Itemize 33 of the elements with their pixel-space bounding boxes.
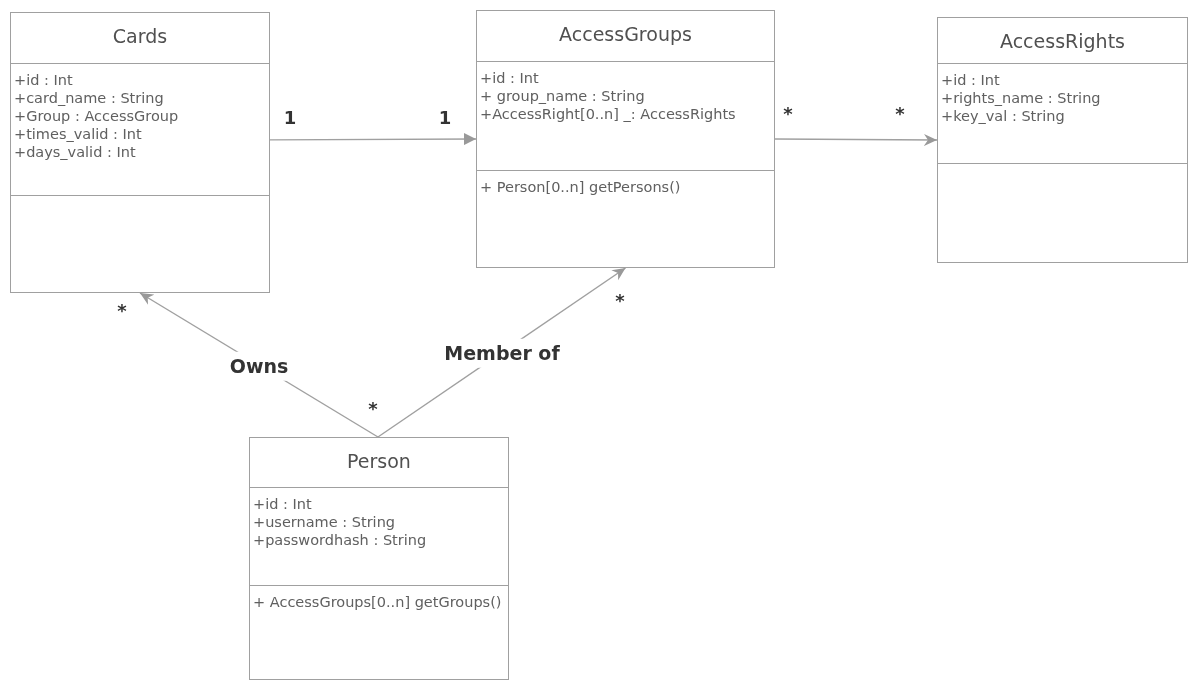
class-box bbox=[476, 10, 775, 268]
attribute-text: +username : String bbox=[253, 513, 396, 531]
multiplicity-label: * bbox=[615, 288, 625, 313]
multiplicity-label: * bbox=[895, 101, 905, 126]
class-name: AccessRights bbox=[1000, 29, 1125, 54]
multiplicity-label: 1 bbox=[438, 105, 452, 130]
multiplicity-label: * bbox=[783, 101, 793, 126]
class-name: Cards bbox=[112, 24, 168, 49]
attribute-text: + group_name : String bbox=[480, 87, 645, 105]
attribute-text: +times_valid : Int bbox=[14, 125, 142, 143]
attribute-text: +Group : AccessGroup bbox=[14, 107, 179, 125]
attribute-text: +AccessRight[0..n] _: AccessRights bbox=[480, 105, 736, 123]
multiplicity-label: * bbox=[368, 396, 378, 421]
attribute-text: +id : Int bbox=[14, 71, 73, 89]
attribute-text: +passwordhash : String bbox=[253, 531, 427, 549]
attribute-text: +id : Int bbox=[253, 495, 312, 513]
association-arrow bbox=[774, 133, 938, 146]
class-box bbox=[10, 12, 270, 293]
attribute-text: +rights_name : String bbox=[941, 89, 1101, 107]
attribute-text: +id : Int bbox=[941, 71, 1000, 89]
attribute-text: +card_name : String bbox=[14, 89, 164, 107]
multiplicity-label: * bbox=[117, 298, 127, 323]
attribute-text: +days_valid : Int bbox=[14, 143, 136, 161]
class-name: Person bbox=[347, 449, 411, 474]
attribute-text: +key_val : String bbox=[941, 107, 1065, 125]
association-arrow bbox=[269, 133, 477, 146]
method-text: + Person[0..n] getPersons() bbox=[480, 178, 681, 196]
class-box bbox=[249, 437, 509, 680]
attribute-text: +id : Int bbox=[480, 69, 539, 87]
class-box bbox=[937, 17, 1188, 263]
class-name: AccessGroups bbox=[559, 22, 692, 47]
multiplicity-label: 1 bbox=[283, 105, 297, 130]
method-text: + AccessGroups[0..n] getGroups() bbox=[253, 593, 502, 611]
